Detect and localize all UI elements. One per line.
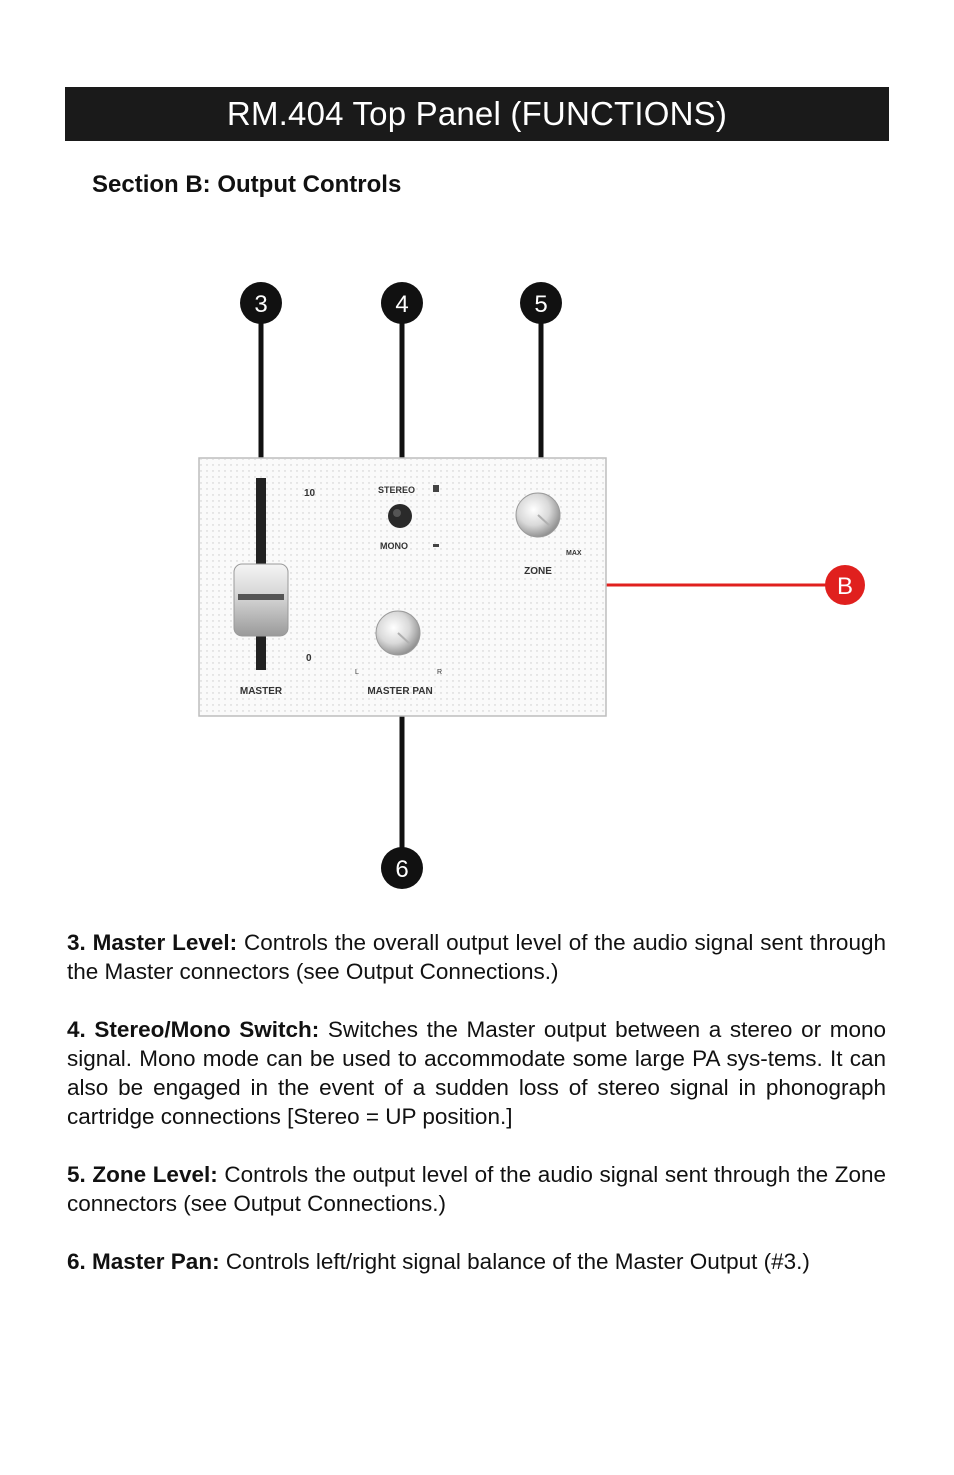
stereo-label: STEREO: [378, 485, 415, 495]
page-title-bar: RM.404 Top Panel (FUNCTIONS): [65, 87, 889, 141]
mono-label: MONO: [380, 541, 408, 551]
desc-label: 6. Master Pan:: [67, 1249, 220, 1274]
stereo-mono-switch[interactable]: [388, 504, 412, 528]
page-title: RM.404 Top Panel (FUNCTIONS): [226, 95, 728, 132]
fader-bottom-mark: 0: [306, 653, 312, 664]
callout-4: [381, 282, 423, 324]
desc-text: Controls the output level of the audio s…: [67, 1162, 886, 1216]
callout-3: [240, 282, 282, 324]
desc-label: 3. Master Level:: [67, 930, 238, 955]
desc-zone-level: 5. Zone Level: Controls the output level…: [67, 1160, 886, 1218]
pan-left-label: L: [355, 669, 359, 676]
desc-stereo-mono-switch: 4. Stereo/Mono Switch: Switches the Mast…: [67, 1015, 886, 1131]
zone-label: ZONE: [524, 566, 552, 577]
desc-master-pan: 6. Master Pan: Controls left/right signa…: [67, 1247, 886, 1276]
section-heading: Section B: Output Controls: [92, 171, 402, 198]
master-pan-label: MASTER PAN: [367, 686, 432, 697]
desc-text: Controls the overall output level of the…: [67, 930, 886, 984]
pan-right-label: R: [437, 669, 442, 676]
output-controls-diagram: 10 0 MASTER STEREO MONO MAX ZONE L R MAS…: [198, 282, 865, 889]
desc-label: 5. Zone Level:: [67, 1162, 218, 1187]
callout-3-label: 3: [254, 291, 267, 318]
callout-5-label: 5: [534, 291, 547, 318]
desc-master-level: 3. Master Level: Controls the overall ou…: [67, 928, 886, 986]
callout-5: [520, 282, 562, 324]
desc-label: 4. Stereo/Mono Switch:: [67, 1017, 320, 1042]
desc-text: Controls left/right signal balance of th…: [219, 1249, 810, 1274]
callout-4-label: 4: [395, 291, 408, 318]
callout-6: [381, 847, 423, 889]
master-label: MASTER: [240, 686, 283, 697]
control-descriptions: 3. Master Level: Controls the overall ou…: [67, 928, 886, 1305]
desc-text: Switches the Master output between a ste…: [67, 1017, 886, 1129]
section-b-marker-label: B: [837, 573, 853, 600]
section-b-marker: [825, 565, 865, 605]
zone-max-label: MAX: [566, 550, 582, 557]
callout-6-label: 6: [395, 856, 408, 883]
fader-top-mark: 10: [304, 488, 316, 499]
